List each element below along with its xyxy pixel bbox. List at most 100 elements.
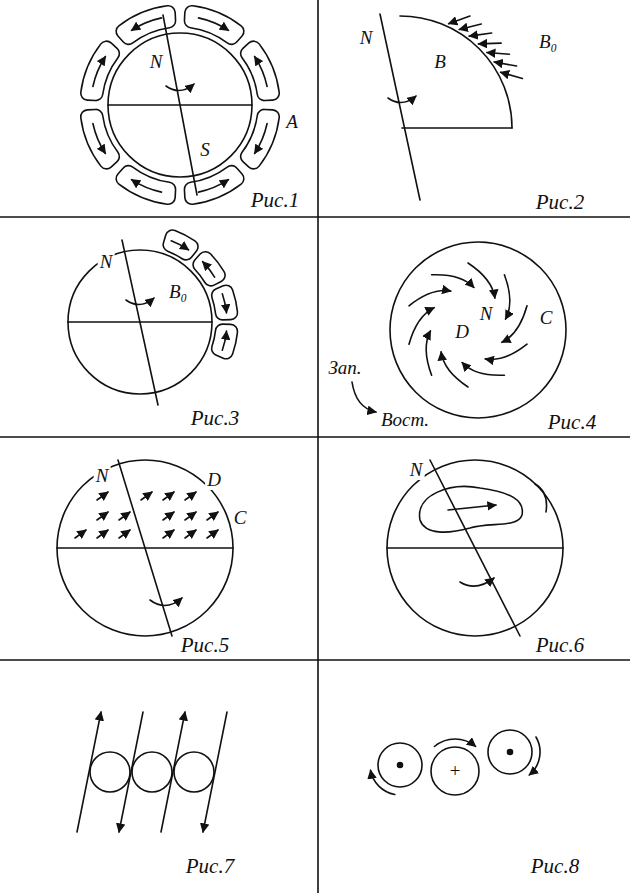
field-arrow — [478, 42, 501, 44]
letter-label: Зап. — [326, 358, 363, 378]
swirl-arrow — [409, 291, 451, 306]
letter-label: Вост. — [379, 410, 431, 430]
panel-3-figure — [68, 240, 212, 405]
flow-arrow — [207, 512, 218, 520]
flow-arrow — [185, 512, 196, 520]
flow-arrow — [97, 512, 108, 520]
panel-7-figure — [77, 712, 227, 832]
generated-figures — [75, 6, 540, 795]
rotation-arrow — [460, 578, 494, 586]
panel-6-figure — [387, 460, 563, 636]
cell-arrows — [93, 18, 267, 192]
flow-arrow — [222, 294, 226, 313]
roller-circle — [90, 752, 130, 792]
letter-label: N — [408, 460, 425, 480]
grid-line — [317, 0, 319, 893]
flow-arrow — [255, 124, 268, 154]
convection-cell — [193, 252, 225, 286]
flow-arrow — [119, 512, 130, 520]
flow-arrow — [185, 530, 196, 538]
roller-circle — [174, 752, 214, 792]
field-arrow — [469, 33, 491, 36]
flow-arrow — [97, 492, 108, 500]
rotation-arrow — [166, 84, 194, 91]
letter-label: A — [284, 112, 300, 132]
flow-arrow — [93, 57, 106, 87]
vortex-circle — [488, 730, 532, 774]
vortex-circle — [431, 747, 479, 795]
rotation-arrow — [150, 598, 182, 606]
swirl-arrow — [432, 275, 474, 288]
letter-label: + — [447, 761, 464, 781]
field-hatching — [449, 16, 523, 78]
flow-arrow — [199, 180, 229, 193]
equator — [402, 127, 512, 129]
letter-label: C — [538, 308, 555, 328]
equator — [108, 104, 252, 106]
flow-arrow — [75, 530, 86, 538]
swirl-arrow — [426, 331, 431, 375]
convection-cell — [116, 166, 175, 205]
field-arrow — [459, 24, 481, 29]
field-arrow — [501, 72, 523, 78]
letter-label: D — [453, 322, 471, 342]
flow-arrow — [163, 512, 174, 520]
flow-arrow — [448, 505, 496, 510]
convection-cell — [241, 41, 280, 100]
figure-caption: Рис.2 — [534, 191, 586, 213]
flow-arrow — [119, 530, 130, 538]
figure-caption: Рис.8 — [529, 855, 581, 877]
letter-label: N — [98, 252, 115, 272]
panel-1-figure — [108, 15, 252, 195]
swirl-arrow — [409, 308, 434, 345]
convection-cell — [81, 109, 120, 168]
roller-circle — [132, 752, 172, 792]
letter-label: N — [358, 28, 375, 48]
flow-arrow — [171, 241, 188, 250]
flow-arrow — [163, 492, 174, 500]
figure-caption: Рис.7 — [184, 855, 236, 877]
flow-line — [119, 712, 143, 832]
panel-4-figure — [352, 242, 566, 418]
convection-cell — [163, 230, 198, 260]
swirl-arrow — [504, 275, 509, 319]
rotation-arrow — [126, 298, 154, 305]
vortex-rotation — [371, 737, 541, 795]
letter-label: D — [205, 470, 223, 490]
figure-caption: Рис.5 — [179, 634, 231, 656]
letter-label: N — [148, 52, 165, 72]
flow-arrow — [93, 124, 106, 154]
convection-cell — [212, 324, 238, 359]
flow-arrow — [141, 492, 152, 500]
flow-arrow — [132, 18, 162, 31]
flow-arrow — [185, 492, 196, 500]
convection-cell — [184, 6, 243, 45]
equator — [387, 547, 563, 549]
swirl-arrow — [485, 344, 527, 359]
grid-line — [0, 436, 630, 438]
sphere-arc — [400, 16, 512, 128]
flow-arrow — [255, 57, 268, 87]
figure-caption: Рис.1 — [249, 189, 301, 211]
letter-label: B₀ — [537, 32, 559, 52]
convection-cell — [116, 6, 175, 45]
swirl-arrow — [502, 306, 527, 343]
rotation-axis — [380, 14, 420, 200]
panel-5-figure — [57, 460, 233, 636]
flow-hatching — [75, 492, 218, 538]
grid-line — [0, 659, 630, 661]
figure-caption: Рис.4 — [546, 411, 598, 433]
field-arrow — [449, 16, 470, 24]
panel-2-figure — [380, 14, 512, 200]
rotation-arrow — [529, 737, 540, 775]
letter-label: B — [432, 52, 448, 72]
panel-8-figure — [378, 730, 532, 795]
flow-line — [161, 712, 185, 832]
sphere — [68, 250, 212, 394]
region-contour — [535, 484, 547, 512]
flow-arrow — [97, 530, 108, 538]
flow-arrow — [203, 262, 215, 278]
sphere — [390, 242, 566, 418]
